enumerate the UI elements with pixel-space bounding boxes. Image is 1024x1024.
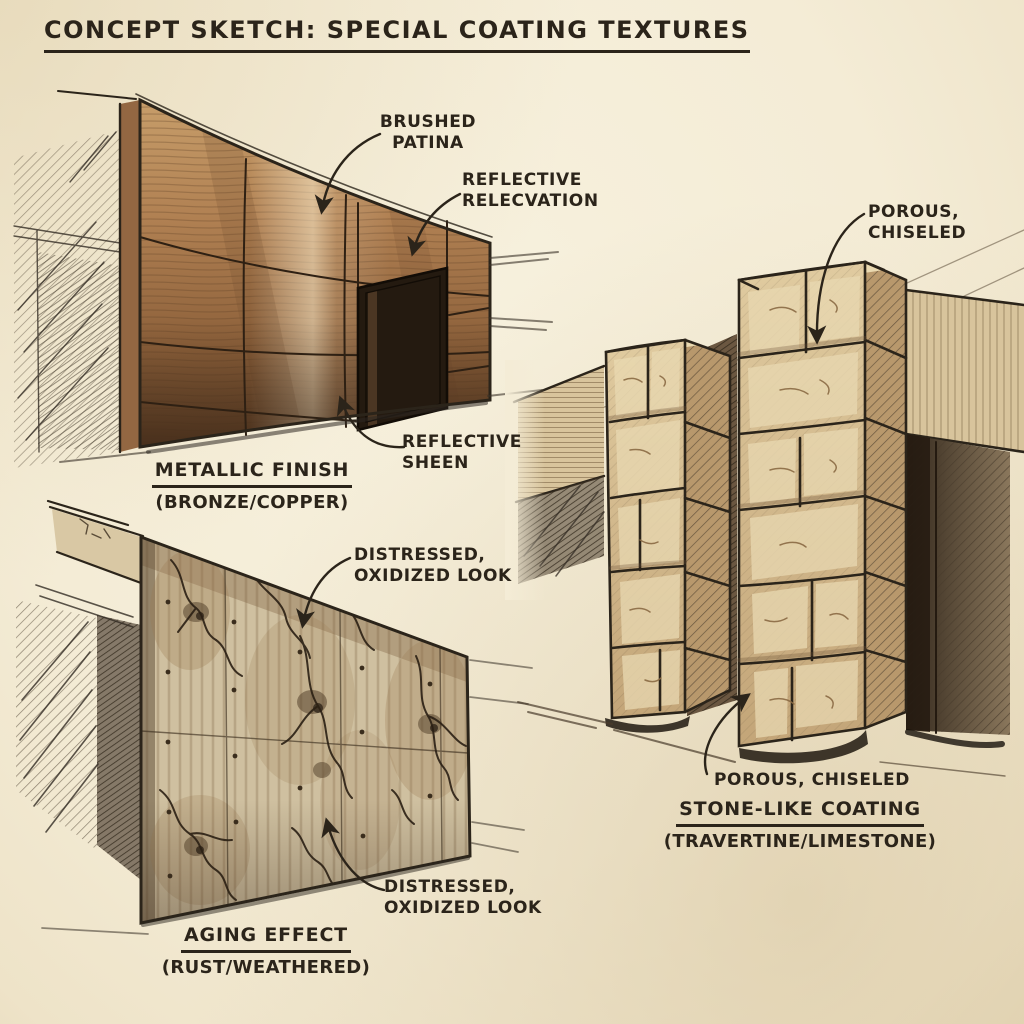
label-distressed-top: DISTRESSED, OXIDIZED LOOK: [354, 545, 512, 586]
label-reflective-relecvation: REFLECTIVE RELECVATION: [462, 170, 599, 211]
stone-pillars-sketch: [505, 229, 1024, 777]
reflective-relecvation-arrow: [407, 192, 462, 257]
annotation-arrows: [296, 132, 866, 892]
stone-caption: STONE-LIKE COATING (TRAVERTINE/LIMESTONE…: [663, 798, 937, 852]
brushed-patina-arrow: [314, 132, 382, 215]
porous-bottom-arrow: [704, 693, 751, 776]
aging-caption: AGING EFFECT (RUST/WEATHERED): [161, 924, 371, 978]
aging-wall-sketch: [16, 499, 533, 935]
reflective-sheen-arrow: [336, 395, 406, 449]
label-reflective-sheen: REFLECTIVE SHEEN: [402, 432, 522, 473]
label-brushed-patina: BRUSHED PATINA: [379, 112, 477, 153]
page-title: CONCEPT SKETCH: SPECIAL COATING TEXTURES: [44, 16, 750, 53]
porous-top-arrow: [807, 212, 866, 345]
label-porous-bottom: POROUS, CHISELED: [714, 770, 910, 790]
distressed-bottom-arrow: [321, 817, 386, 892]
metallic-caption: METALLIC FINISH (BRONZE/COPPER): [102, 459, 402, 513]
label-distressed-bottom: DISTRESSED, OXIDIZED LOOK: [384, 877, 542, 918]
label-porous-top: POROUS, CHISELED: [868, 202, 967, 243]
distressed-top-arrow: [296, 556, 352, 629]
